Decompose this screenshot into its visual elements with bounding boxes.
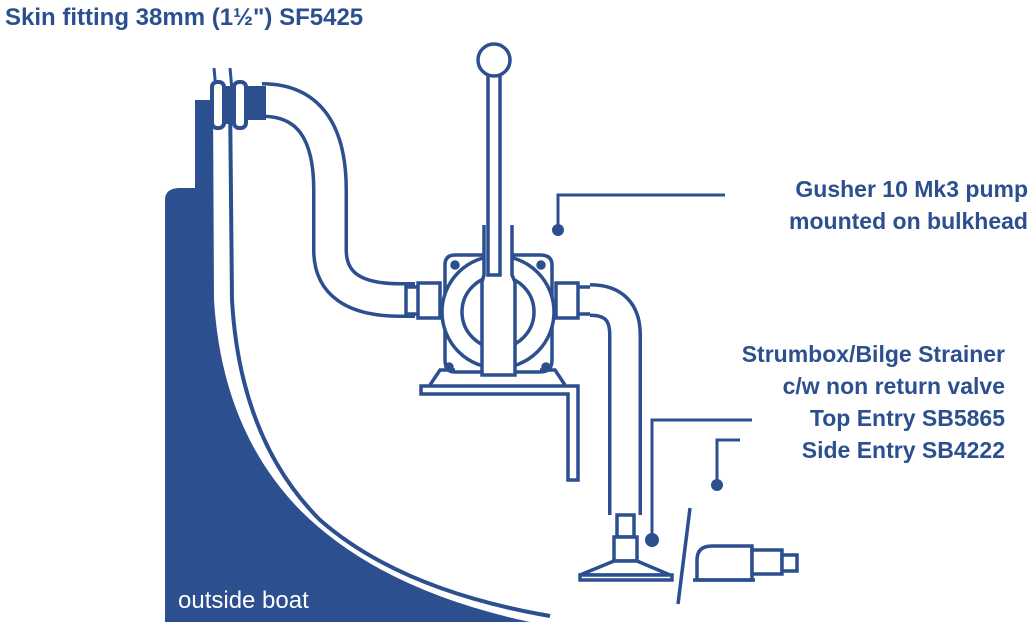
top-entry-leader <box>650 418 752 540</box>
pump-label: Gusher 10 Mk3 pump mounted on bulkhead <box>789 173 1028 237</box>
hull <box>165 100 530 622</box>
top-entry-strainer <box>578 513 674 582</box>
strainer-label: Strumbox/Bilge Strainer c/w non return v… <box>742 338 1005 466</box>
pump-label-line: Gusher 10 Mk3 pump <box>795 176 1028 202</box>
strainer-label-line: Top Entry SB5865 <box>809 405 1005 431</box>
side-entry-strainer <box>693 544 799 582</box>
strainer-label-line: Strumbox/Bilge Strainer <box>741 341 1005 367</box>
hull-outer-line <box>228 94 551 618</box>
pump-leader <box>556 193 725 230</box>
side-entry-leader <box>715 438 740 485</box>
bulkhead-bracket <box>419 384 580 482</box>
divider-line <box>676 507 692 605</box>
outside-boat-label: outside boat <box>178 587 309 614</box>
pump <box>404 225 594 386</box>
pump-handle <box>486 73 502 277</box>
strainer-label-line: Side Entry SB4222 <box>801 437 1005 463</box>
strainer-label-line: c/w non return valve <box>782 373 1005 399</box>
handle-knob <box>476 42 512 78</box>
skin-fitting-label: Skin fitting 38mm (1½") SF5425 <box>5 4 364 31</box>
pump-label-line: mounted on bulkhead <box>789 208 1028 234</box>
